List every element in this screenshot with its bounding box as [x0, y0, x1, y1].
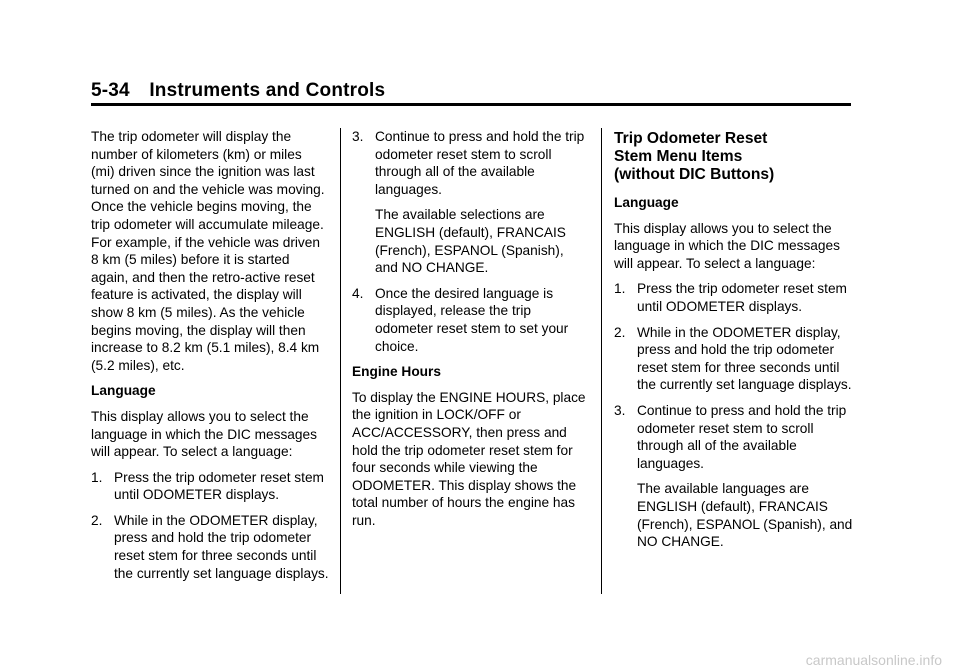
trip-odometer-paragraph: The trip odometer will display the numbe… [91, 129, 325, 373]
column-divider-2 [601, 128, 602, 594]
list-number: 1. [614, 281, 626, 297]
page-number: 5-34 [91, 80, 130, 101]
list-item: 1. Press the trip odometer reset stem unt… [91, 469, 329, 504]
section-heading-line-3: (without DIC Buttons) [614, 166, 775, 183]
column-1: The trip odometer will display the numbe… [91, 128, 329, 590]
list-text: Once the desired language is displayed, … [375, 285, 569, 354]
list-text: While in the ODOMETER display, press and… [637, 324, 852, 393]
language-heading: Language [614, 195, 679, 210]
list-item: 3. Continue to press and hold the trip od… [352, 128, 588, 198]
section-heading-line-2: Stem Menu Items [614, 148, 743, 165]
section-title: Instruments and Controls [149, 80, 386, 101]
header-rule [91, 103, 851, 106]
list-number: 1. [91, 469, 103, 485]
list-subparagraph: The available selections are ENGLISH (de… [375, 207, 566, 276]
column-2: 3. Continue to press and hold the trip od… [352, 128, 588, 537]
page-header: 5-34 Instruments and Controls [91, 80, 385, 102]
list-number: 3. [614, 402, 626, 418]
list-text: Continue to press and hold the trip odom… [637, 402, 847, 471]
list-text: Press the trip odometer reset stem until… [114, 469, 324, 503]
list-number: 3. [352, 129, 364, 144]
engine-hours-paragraph: To display the ENGINE HOURS, place the i… [352, 389, 586, 528]
list-number: 2. [614, 324, 626, 340]
engine-hours-heading: Engine Hours [352, 364, 441, 380]
list-number: 4. [352, 285, 364, 301]
list-item: 2. While in the ODOMETER display, press a… [614, 324, 860, 394]
list-item: 2. While in the ODOMETER display, press a… [91, 512, 329, 582]
language-intro-paragraph: This display allows you to select the la… [91, 408, 317, 460]
list-text: While in the ODOMETER display, press and… [114, 512, 329, 581]
list-number: 2. [91, 512, 103, 528]
watermark: carmanualsonline.info [805, 652, 942, 668]
language-heading: Language [91, 383, 156, 399]
list-item: 3. Continue to press and hold the trip od… [614, 402, 860, 472]
language-intro-paragraph: This display allows you to select the la… [614, 220, 840, 271]
list-text: Press the trip odometer reset stem until… [637, 281, 847, 314]
list-item: 1. Press the trip odometer reset stem unt… [614, 280, 860, 315]
list-subparagraph: The available languages are ENGLISH (def… [637, 481, 853, 550]
list-item: 4. Once the desired language is displayed… [352, 285, 588, 355]
column-divider-1 [340, 128, 341, 594]
list-text: Continue to press and hold the trip odom… [375, 129, 585, 197]
section-heading-line-1: Trip Odometer Reset [614, 130, 768, 147]
